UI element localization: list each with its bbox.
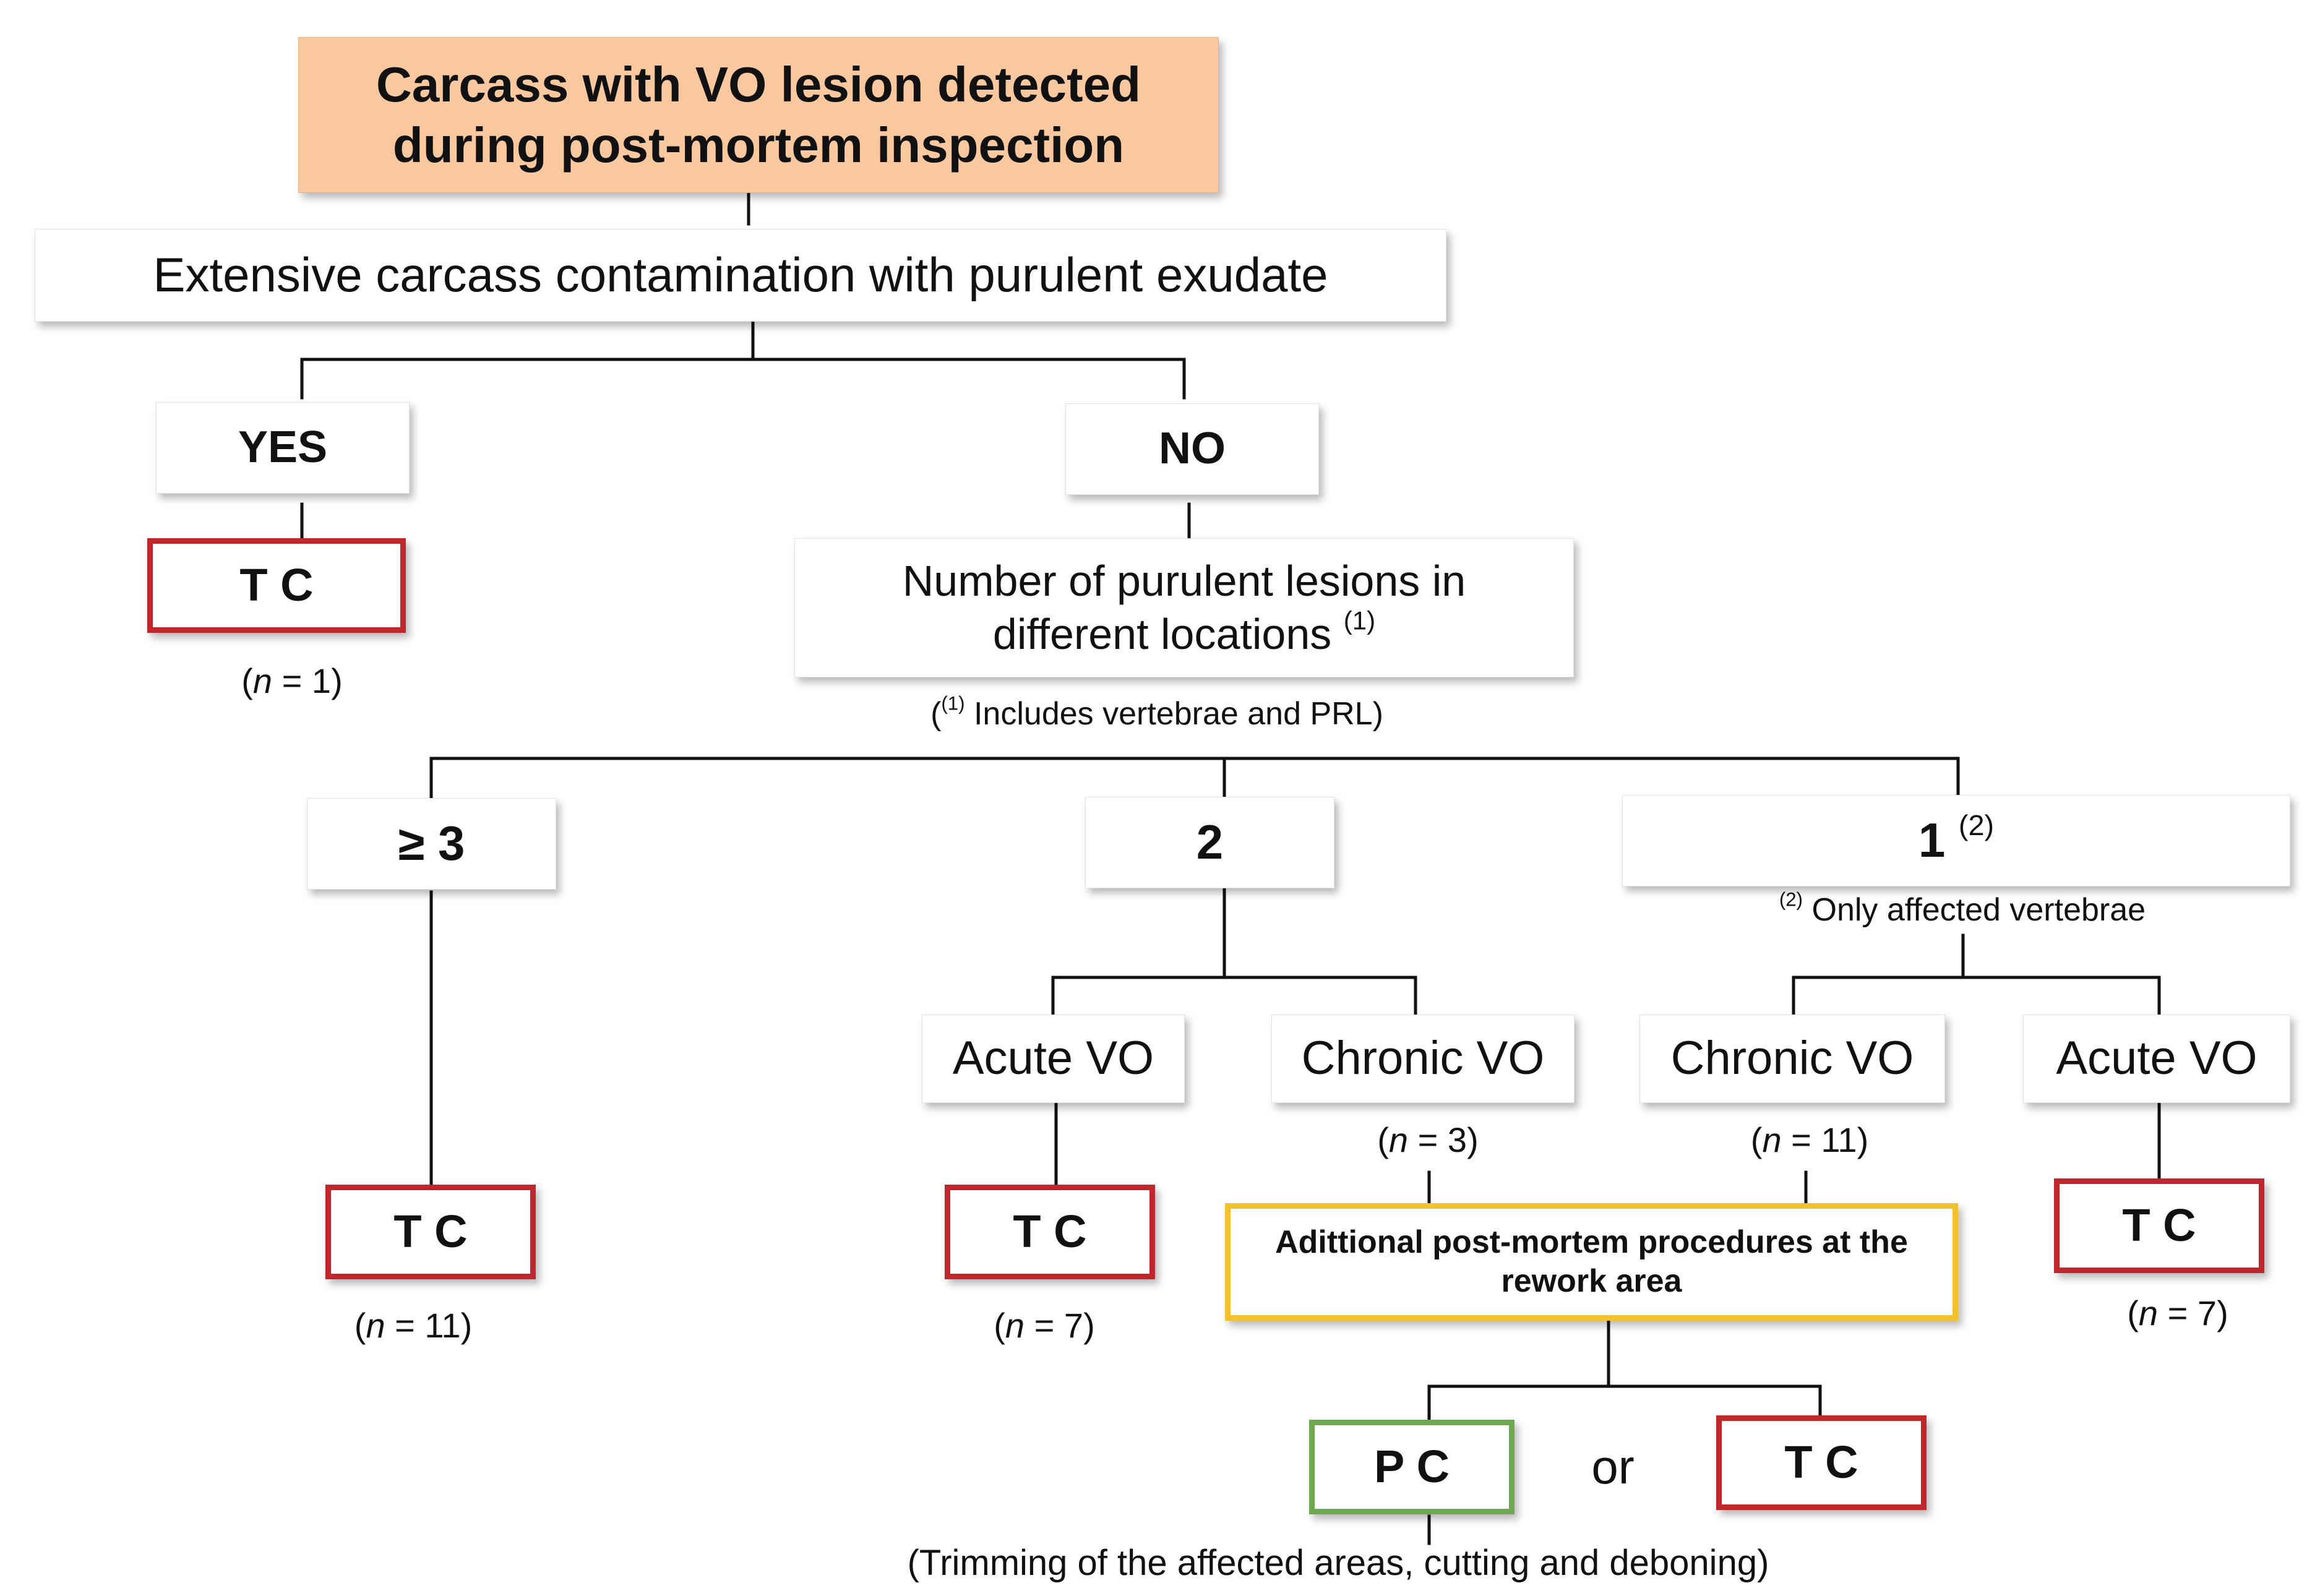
footnote-2-ref: (2) <box>1779 888 1803 911</box>
chronic-vo-2-box: Chronic VO <box>1271 1015 1575 1103</box>
acute-vo-1-box: Acute VO <box>2023 1015 2290 1103</box>
count-ge3-label: ≥ 3 <box>398 816 465 871</box>
count-2-box: 2 <box>1085 797 1334 888</box>
ge3-tc-box: T C <box>325 1185 536 1279</box>
n-symbol: n <box>1005 1306 1025 1345</box>
yes-tc-label: T C <box>239 559 314 611</box>
count-1-label: 1 <box>1918 813 1946 868</box>
carcass-detected-line1: Carcass with VO lesion detected <box>376 57 1141 113</box>
footnote-1: ((1) Includes vertebrae and PRL) <box>930 694 1383 732</box>
lesions-question-line2: different locations <box>992 609 1332 658</box>
rework-box: Adittional post-mortem procedures at the… <box>1225 1203 1958 1321</box>
chronic-vo-1-count: (n = 11) <box>1750 1120 1869 1159</box>
contamination-question-box: Extensive carcass contamination with pur… <box>35 229 1446 322</box>
no-box: NO <box>1065 403 1319 495</box>
chronic-vo-2-count-value: 3 <box>1447 1120 1467 1159</box>
rework-line2: rework area <box>1501 1263 1682 1299</box>
rework-tc-box: T C <box>1716 1415 1927 1510</box>
acute-1-tc-box: T C <box>2054 1178 2264 1273</box>
acute-1-tc-label: T C <box>2122 1199 2196 1251</box>
pc-label: P C <box>1373 1441 1450 1493</box>
yes-tc-count-value: 1 <box>311 661 332 700</box>
n-symbol: n <box>252 661 273 700</box>
trimming-note: (Trimming of the affected areas, cutting… <box>907 1543 1769 1583</box>
rework-line1: Adittional post-mortem procedures at the <box>1275 1224 1908 1260</box>
n-symbol: n <box>366 1306 385 1345</box>
n-symbol: n <box>1762 1120 1782 1159</box>
acute-2-tc-box: T C <box>945 1185 1155 1279</box>
acute-2-tc-label: T C <box>1013 1206 1087 1258</box>
ge3-tc-count-value: 11 <box>424 1306 461 1345</box>
footnote-2-text: Only affected vertebrae <box>1803 892 2146 928</box>
count-2-label: 2 <box>1196 815 1224 870</box>
acute-vo-2-box: Acute VO <box>922 1015 1185 1103</box>
acute-vo-2-label: Acute VO <box>952 1032 1154 1085</box>
chronic-vo-2-label: Chronic VO <box>1301 1032 1545 1085</box>
acute-2-tc-count: (n = 7) <box>994 1306 1095 1345</box>
carcass-detected-box: Carcass with VO lesion detected during p… <box>298 37 1219 193</box>
yes-tc-count: (n = 1) <box>241 661 343 700</box>
acute-2-tc-count-value: 7 <box>1063 1306 1084 1345</box>
pc-box: P C <box>1309 1420 1514 1514</box>
ge3-tc-count: (n = 11) <box>354 1306 473 1345</box>
no-label: NO <box>1159 424 1226 474</box>
chronic-vo-1-box: Chronic VO <box>1639 1015 1945 1103</box>
chronic-vo-1-label: Chronic VO <box>1670 1032 1914 1085</box>
acute-vo-1-label: Acute VO <box>2056 1032 2258 1085</box>
chronic-vo-2-count: (n = 3) <box>1377 1120 1479 1159</box>
yes-label: YES <box>238 423 328 473</box>
rework-tc-label: T C <box>1784 1436 1858 1488</box>
carcass-detected-line2: during post-mortem inspection <box>392 118 1125 173</box>
count-ge3-box: ≥ 3 <box>307 798 556 890</box>
acute-1-tc-count-value: 7 <box>2197 1294 2217 1332</box>
contamination-question-text: Extensive carcass contamination with pur… <box>153 247 1328 302</box>
lesions-question-line1: Number of purulent lesions in <box>902 557 1466 606</box>
lesions-question-box: Number of purulent lesions in different … <box>794 538 1574 677</box>
yes-tc-box: T C <box>147 538 406 633</box>
count-1-box: 1 (2) <box>1622 795 2290 886</box>
yes-box: YES <box>156 402 410 494</box>
acute-1-tc-count: (n = 7) <box>2127 1294 2228 1332</box>
footnote-2: (2) Only affected vertebrae <box>1779 890 2146 928</box>
footnote-1-text: Includes vertebrae and PRL) <box>965 696 1383 732</box>
n-symbol: n <box>1388 1120 1409 1159</box>
ge3-tc-label: T C <box>393 1206 468 1258</box>
footnote-2-marker: (2) <box>1958 809 1995 842</box>
footnote-1-marker: (1) <box>1343 606 1376 635</box>
footnote-1-ref: (1) <box>941 692 965 714</box>
chronic-vo-1-count-value: 11 <box>1821 1120 1857 1159</box>
footnote-1-open: ( <box>930 696 942 732</box>
or-label: or <box>1591 1439 1635 1494</box>
n-symbol: n <box>2138 1294 2159 1332</box>
